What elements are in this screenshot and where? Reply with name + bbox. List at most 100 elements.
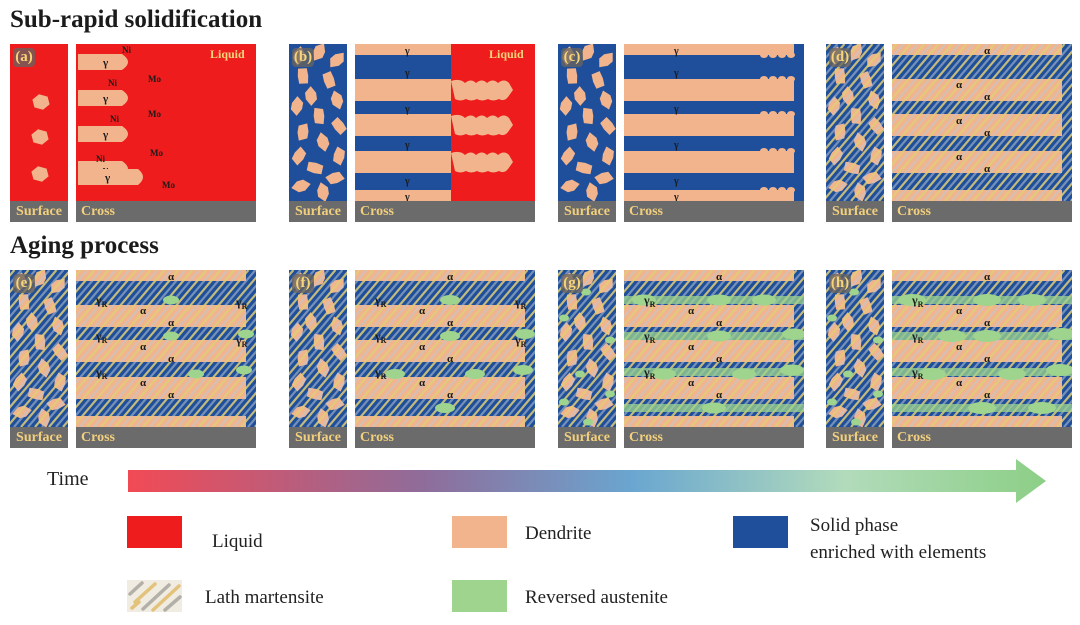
alpha-label: α [168, 389, 175, 401]
lath-martensite-lath [993, 333, 1072, 427]
lath-martensite-lath [711, 317, 804, 427]
gamma-label: γ [673, 46, 679, 57]
surface-grain [305, 86, 317, 106]
cross-label-bar [76, 201, 256, 222]
reversed-austenite [236, 365, 252, 375]
lath-martensite-lath [892, 44, 996, 167]
surface-grain [600, 117, 616, 135]
lath-martensite-lath [76, 270, 173, 384]
alpha-label: α [419, 305, 426, 317]
lath-martensite-lath [400, 270, 535, 427]
surface-grain [581, 270, 595, 287]
legend-liquid-text: Liquid [212, 531, 263, 552]
mo-label: Mo [150, 148, 163, 158]
surface-label: Surface [832, 430, 878, 445]
dendrite-bulb [769, 187, 777, 193]
gamma-label: γ [104, 172, 110, 184]
lath-martensite-lath [826, 44, 881, 109]
alpha-label: α [688, 305, 695, 317]
panel-gap [616, 44, 624, 222]
alpha-label: α [956, 151, 963, 163]
surface-grain [43, 297, 57, 315]
lath-martensite-lath [355, 270, 382, 302]
lath-martensite-lath [76, 270, 166, 376]
surface-grain [560, 372, 576, 392]
lath-martensite-lath [718, 325, 804, 427]
lath-martensite-lath [972, 308, 1072, 427]
gamma-r-label: γR [911, 329, 924, 345]
lath-martensite-lath [753, 366, 804, 427]
lath-martensite-lath [289, 353, 347, 426]
lath-martensite-lath [10, 270, 37, 302]
surface-grain [581, 44, 595, 61]
lath-martensite-lath [826, 94, 884, 167]
lath-martensite-lath [355, 270, 452, 384]
reversed-austenite [238, 329, 254, 339]
lath-martensite-lath [826, 271, 884, 343]
lath-martensite-lath [456, 333, 535, 427]
lath-martensite-lath [558, 270, 606, 327]
lath-martensite-lath [732, 341, 804, 427]
surface-grain [828, 372, 844, 392]
surface-grain [559, 96, 573, 116]
alpha-label: α [688, 341, 695, 353]
lath-martensite-lath [20, 370, 68, 427]
reversed-austenite-band [892, 296, 1072, 304]
lath-martensite-lath [836, 144, 884, 201]
lath-martensite-lath [76, 270, 152, 360]
lath-martensite-lath [558, 279, 616, 352]
lath-martensite-lath [826, 44, 867, 93]
mo-label: Mo [162, 180, 175, 190]
gamma-r-label: γR [514, 295, 527, 311]
lath-martensite-lath [965, 74, 1072, 201]
lath-martensite-lath [892, 44, 919, 76]
cross-lath-martensite [76, 270, 256, 427]
cross-label: Cross [897, 204, 931, 219]
reversed-austenite-band [624, 332, 804, 340]
gamma-r-label: γR [374, 329, 387, 345]
lath-martensite-lath [558, 328, 616, 401]
lath-martensite-lath [826, 44, 860, 84]
lath-martensite-lath [1000, 115, 1072, 201]
surface-nucleus [31, 129, 49, 145]
lath-martensite-lath [826, 111, 884, 183]
lath-martensite-lath [355, 270, 403, 327]
dendrite-bulb [787, 111, 795, 117]
alpha-label: α [140, 341, 147, 353]
lath-martensite-lath [986, 99, 1072, 201]
surface-grain [586, 182, 598, 202]
alpha-label: α [984, 91, 991, 103]
panel-a-figure: γγγγγNiNiNiNiMoMoMoMoLiquid [10, 44, 256, 222]
lath-martensite-lath [965, 300, 1072, 427]
surface-grain [849, 270, 863, 287]
lath-martensite-lath [902, 44, 1038, 201]
dendrite-band [624, 190, 794, 201]
panel-gap [884, 44, 892, 222]
surface-grain [850, 333, 862, 351]
panel-letter: (h) [829, 274, 851, 293]
lath-martensite-lath [289, 287, 347, 360]
surface-label-bar [558, 201, 616, 222]
lath-martensite-lath [355, 270, 466, 401]
lath-martensite-lath [767, 382, 804, 427]
dendrite-band [624, 114, 794, 136]
lath-martensite-lath [829, 135, 884, 201]
gamma-label: γ [404, 192, 410, 203]
lath-martensite-lath [892, 44, 926, 84]
surface-reversed-austenite [605, 390, 615, 398]
dendrite-band [355, 44, 455, 55]
lath-martensite-lath [355, 270, 487, 426]
lath-martensite-lath [10, 328, 68, 401]
surface-label: Surface [564, 430, 610, 445]
surface-grain [34, 333, 46, 351]
lath-martensite-lath [442, 317, 535, 427]
lath-martensite-lath [558, 270, 585, 302]
lath-martensite-lath [10, 279, 68, 352]
alpha-label: α [984, 271, 991, 283]
lath-martensite-lath [895, 44, 1031, 201]
alpha-label: α [447, 389, 454, 401]
lath-martensite-lath [76, 270, 208, 426]
dendrite-tip [451, 79, 513, 101]
lath-martensite-lath [289, 295, 347, 368]
